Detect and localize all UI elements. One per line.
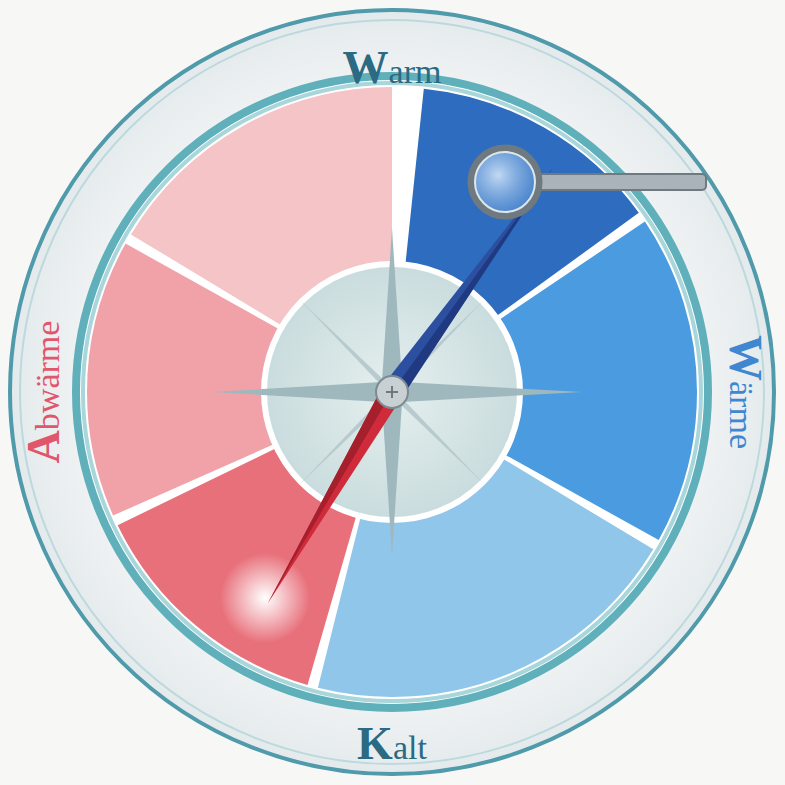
segment [177, 177, 607, 607]
segment [177, 177, 607, 607]
compass-rose [212, 228, 582, 556]
segment [177, 177, 607, 607]
segment [177, 177, 607, 607]
side-label: Abwärme [21, 321, 67, 464]
outer-ring-line [20, 20, 764, 764]
segment [177, 177, 607, 607]
inner-ring [76, 76, 708, 708]
segment [177, 177, 607, 607]
axis-label: Kalt [357, 721, 427, 767]
outer-ring [10, 10, 774, 774]
axis-label: Warm [343, 45, 442, 91]
magnifier [471, 148, 706, 216]
needle-south [268, 384, 400, 603]
needle-pivot [376, 376, 408, 408]
glow [220, 553, 310, 643]
segment-ring [177, 177, 607, 607]
side-label: Wärme [722, 335, 768, 449]
